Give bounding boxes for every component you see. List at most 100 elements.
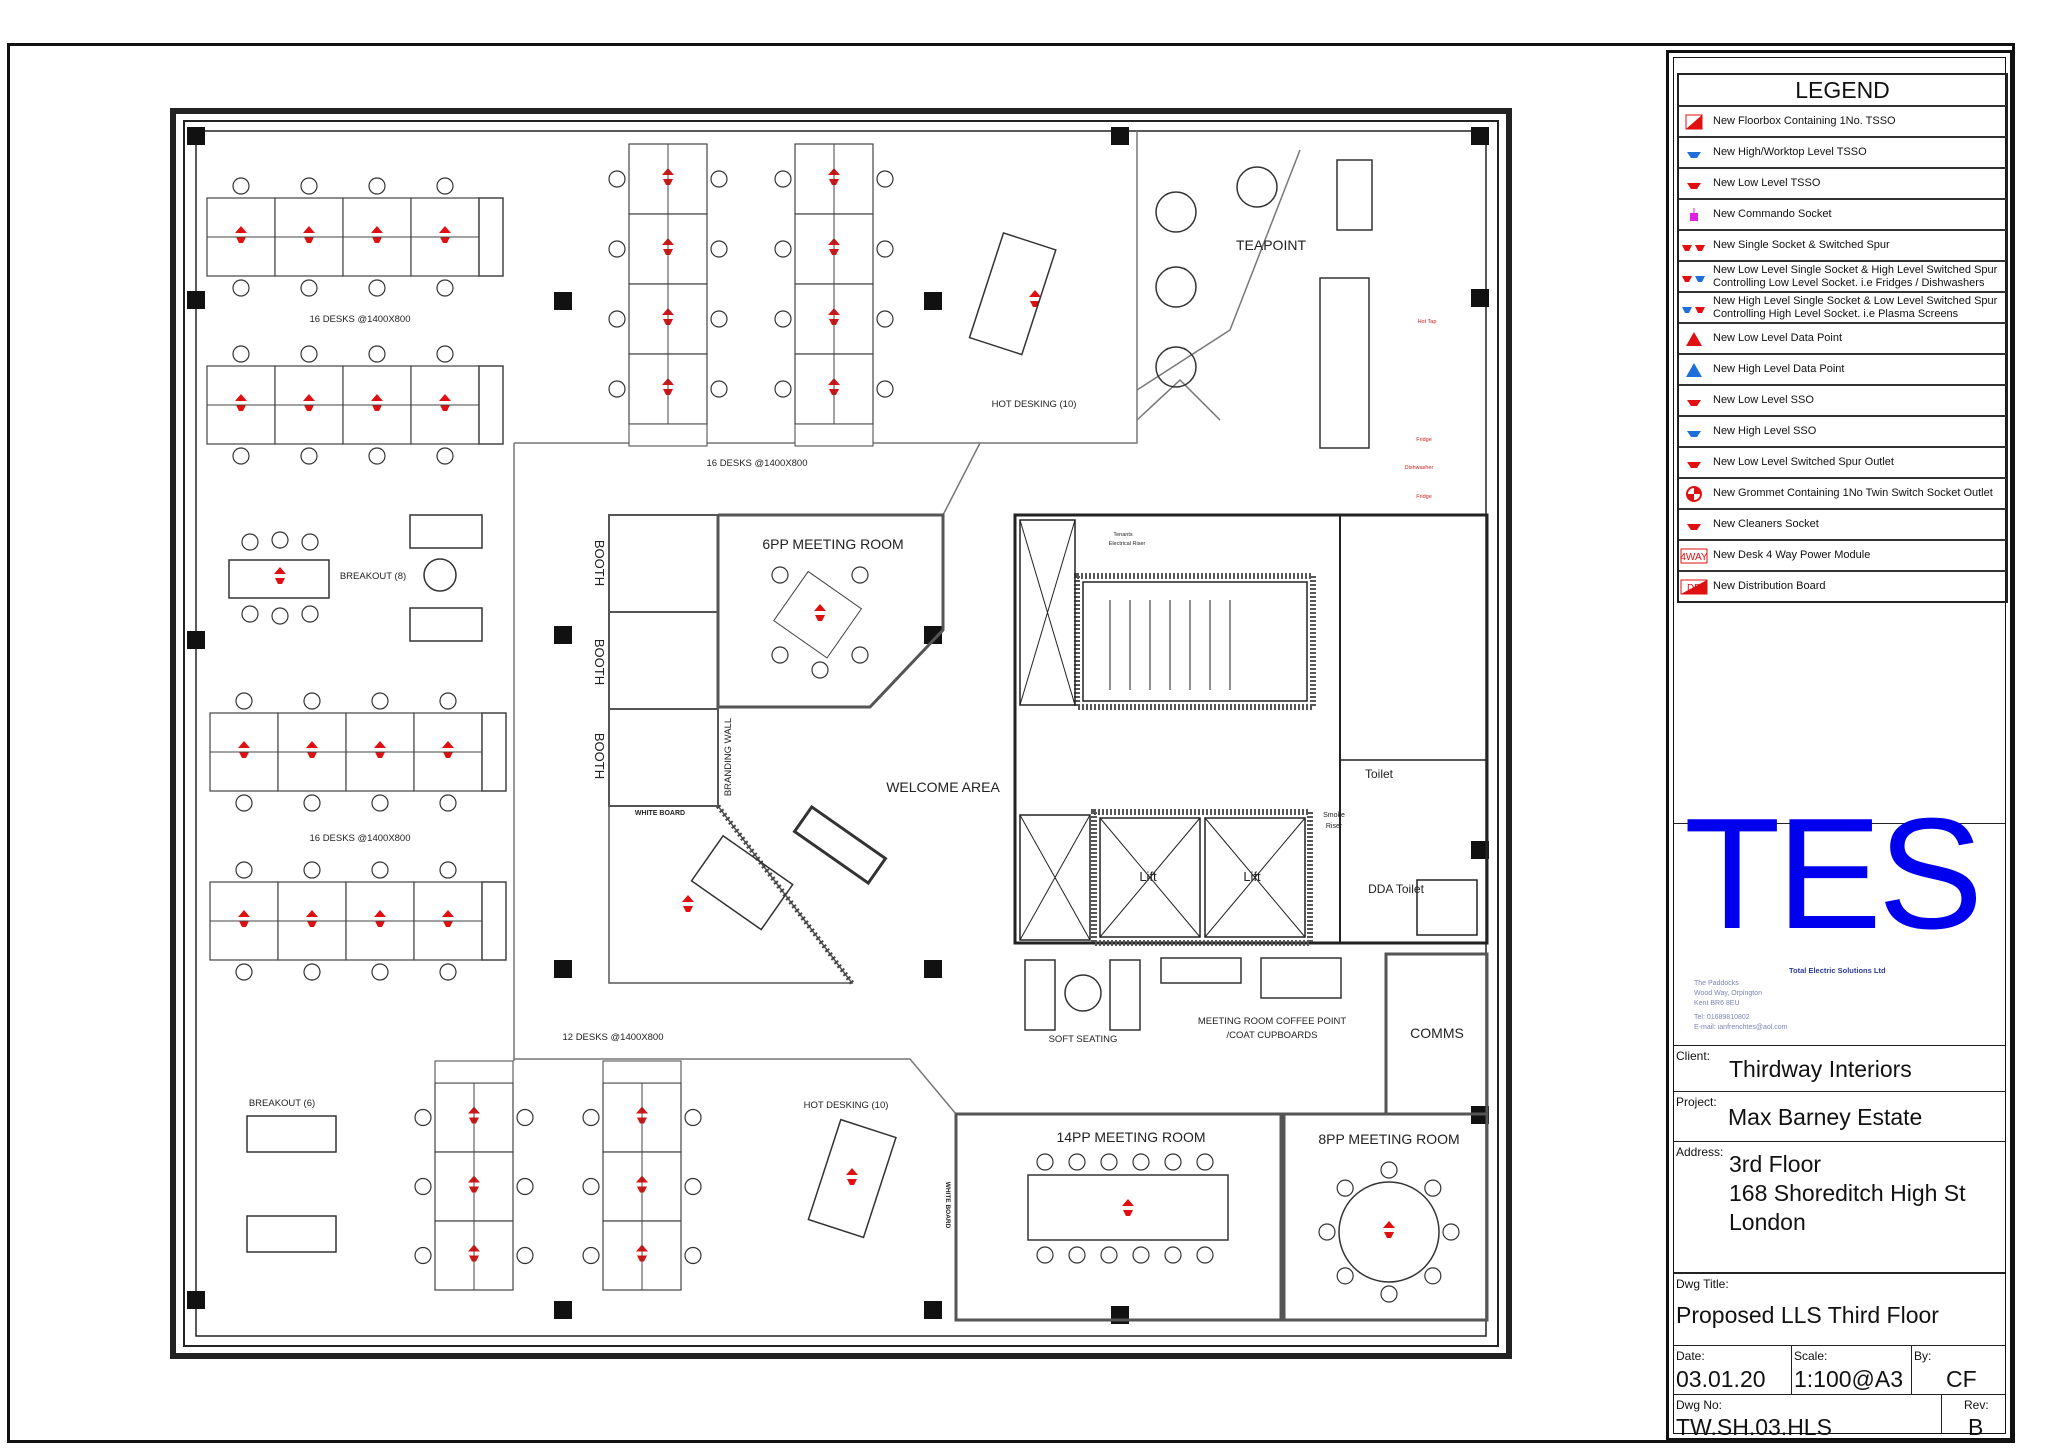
storage-unit — [481, 881, 507, 961]
grommet-socket — [468, 1175, 480, 1193]
chair — [368, 345, 386, 363]
legend-item-label: New Grommet Containing 1No Twin Switch S… — [1713, 487, 1993, 499]
legend-item-label: New Desk 4 Way Power Module — [1713, 549, 1871, 561]
title-block: LEGEND New Floorbox Containing 1No. TSSO… — [1666, 50, 2013, 1441]
dwg-no-row: Dwg No: TW.SH.03.HLS Rev: B — [1674, 1394, 2005, 1440]
chair — [235, 861, 253, 879]
legend-item: New Floorbox Containing 1No. TSSO — [1679, 107, 2006, 138]
date-label: Date: — [1676, 1349, 1705, 1363]
client-value: Thirdway Interiors — [1729, 1056, 1912, 1082]
low-socket-high-spur-icon — [1679, 266, 1709, 288]
chair — [414, 1108, 432, 1127]
grommet-socket — [846, 1168, 858, 1185]
chair — [371, 963, 389, 981]
legend-item-label: New Low Level Data Point — [1713, 332, 1843, 344]
chair — [414, 1177, 432, 1196]
label-smoke-riser-1: Smoke — [1323, 812, 1345, 819]
legend-item-label: New High Level Single Socket & Low Level… — [1713, 294, 1998, 320]
high-data-point-icon — [1679, 359, 1709, 381]
chair — [303, 861, 321, 879]
label-breakout-6: BREAKOUT (6) — [249, 1098, 315, 1109]
low-sso-icon — [1679, 390, 1709, 412]
label-dishwasher: Dishwasher — [1405, 465, 1434, 471]
grommet-socket — [439, 394, 451, 411]
cleaners-socket-icon — [1679, 514, 1709, 536]
column — [1111, 127, 1129, 145]
label-dda-toilet: DDA Toilet — [1368, 882, 1424, 896]
grommet-socket — [306, 741, 318, 758]
label-soft-seating: SOFT SEATING — [1049, 1034, 1118, 1045]
dwg-no-value: TW.SH.03.HLS — [1676, 1414, 1832, 1440]
legend-item-label: New High/Worktop Level TSSO — [1713, 146, 1867, 158]
address-label: Address: — [1676, 1145, 1724, 1159]
legend-icon-text: DB — [1687, 583, 1701, 594]
column — [187, 631, 205, 649]
legend-item: New Low Level Single Socket & High Level… — [1679, 262, 2006, 293]
date-cell: Date: 03.01.20 — [1674, 1346, 1792, 1395]
label-smoke-riser-2: Riser — [1326, 823, 1343, 830]
column — [187, 291, 205, 309]
chair — [1380, 1285, 1398, 1303]
grommet-socket — [439, 226, 451, 243]
low-tsso-icon — [1679, 173, 1709, 195]
chair — [235, 794, 253, 812]
chair — [516, 1108, 534, 1127]
chair — [235, 963, 253, 981]
grommet-socket — [636, 1244, 648, 1262]
legend-item: New Low Level Data Point — [1679, 324, 2006, 355]
company-name: Total Electric Solutions Ltd — [1789, 966, 1886, 975]
by-value: CF — [1946, 1366, 1977, 1392]
scale-cell: Scale: 1:100@A3 — [1792, 1346, 1912, 1395]
grommet-socket — [682, 895, 694, 912]
storage-unit — [478, 197, 504, 277]
grommet-socket — [636, 1175, 648, 1193]
chair — [368, 279, 386, 297]
desk-clusters — [206, 143, 1460, 1303]
grommet-socket — [828, 168, 840, 185]
project-value: Max Barney Estate — [1728, 1104, 1923, 1130]
grommet-socket — [662, 168, 674, 185]
grommet-socket — [371, 226, 383, 243]
label-comms: COMMS — [1410, 1025, 1464, 1041]
desk-cluster — [414, 1082, 534, 1291]
chair — [710, 170, 728, 188]
chair — [1068, 1246, 1086, 1264]
chair — [1196, 1246, 1214, 1264]
chair — [876, 170, 894, 188]
high-socket-low-spur-icon — [1679, 297, 1709, 319]
grommet-socket — [374, 910, 386, 927]
grommet-socket — [442, 741, 454, 758]
meeting-table — [773, 570, 863, 659]
column — [924, 960, 942, 978]
grommet-socket — [468, 1244, 480, 1262]
chair — [1100, 1246, 1118, 1264]
chair — [1380, 1161, 1398, 1179]
chair — [439, 794, 457, 812]
legend-item-label: New Commando Socket — [1713, 208, 1832, 220]
high-sso-icon — [1679, 421, 1709, 443]
label-white-board-vertical: WHITE BOARD — [944, 1182, 951, 1229]
distribution-board-icon: DB — [1679, 576, 1709, 598]
chair — [1336, 1179, 1354, 1197]
chair — [371, 692, 389, 710]
commando-socket-icon — [1679, 204, 1709, 226]
chair — [582, 1177, 600, 1196]
column — [1471, 841, 1489, 859]
desk-cluster — [209, 692, 507, 812]
high-tsso-icon — [1679, 142, 1709, 164]
label-booth-3: BOOTH — [592, 733, 607, 779]
chair — [1036, 1246, 1054, 1264]
label-6pp-meeting-room: 6PP MEETING ROOM — [762, 536, 903, 552]
chair — [608, 170, 626, 188]
desk-cluster — [206, 177, 504, 297]
address-line: Wood Way, Orpington — [1694, 990, 1762, 997]
legend-item: New Low Level TSSO — [1679, 169, 2006, 200]
column — [554, 1301, 572, 1319]
grommet-socket — [238, 910, 250, 927]
legend-item-label: New High Level Data Point — [1713, 363, 1845, 375]
label-tenants-riser-2: Electrical Riser — [1109, 541, 1146, 547]
label-coffee-point: MEETING ROOM COFFEE POINT — [1198, 1016, 1347, 1027]
chair — [1196, 1153, 1214, 1171]
dwg-no-label: Dwg No: — [1676, 1398, 1723, 1412]
label-coat-cupboards: /COAT CUPBOARDS — [1227, 1030, 1318, 1041]
